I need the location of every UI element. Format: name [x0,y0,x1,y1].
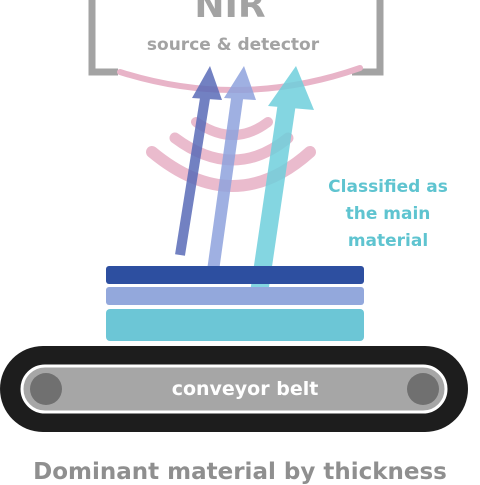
classification-line-2: the main [345,204,431,224]
arrow-light-blue [206,66,256,279]
signal-wave-outer [146,146,316,192]
belt-roller-right [407,373,439,405]
conveyor-belt-label: conveyor belt [171,378,319,400]
detector-housing [88,0,384,76]
belt-roller-left [30,373,62,405]
diagram-caption: Dominant material by thickness [33,459,447,485]
material-layer-middle [106,287,364,305]
material-layer-bottom [106,309,364,341]
detector-title: NIR [194,0,266,26]
classification-line-3: material [347,231,429,251]
classification-label: Classified as the main material [318,174,458,255]
arrow-cyan [249,66,314,302]
conveyor-belt-track [20,364,448,414]
arrow-dark-blue [175,66,222,256]
classification-line-1: Classified as [328,177,448,197]
detector-subtitle: source & detector [146,35,320,55]
material-layer-top [106,266,364,284]
